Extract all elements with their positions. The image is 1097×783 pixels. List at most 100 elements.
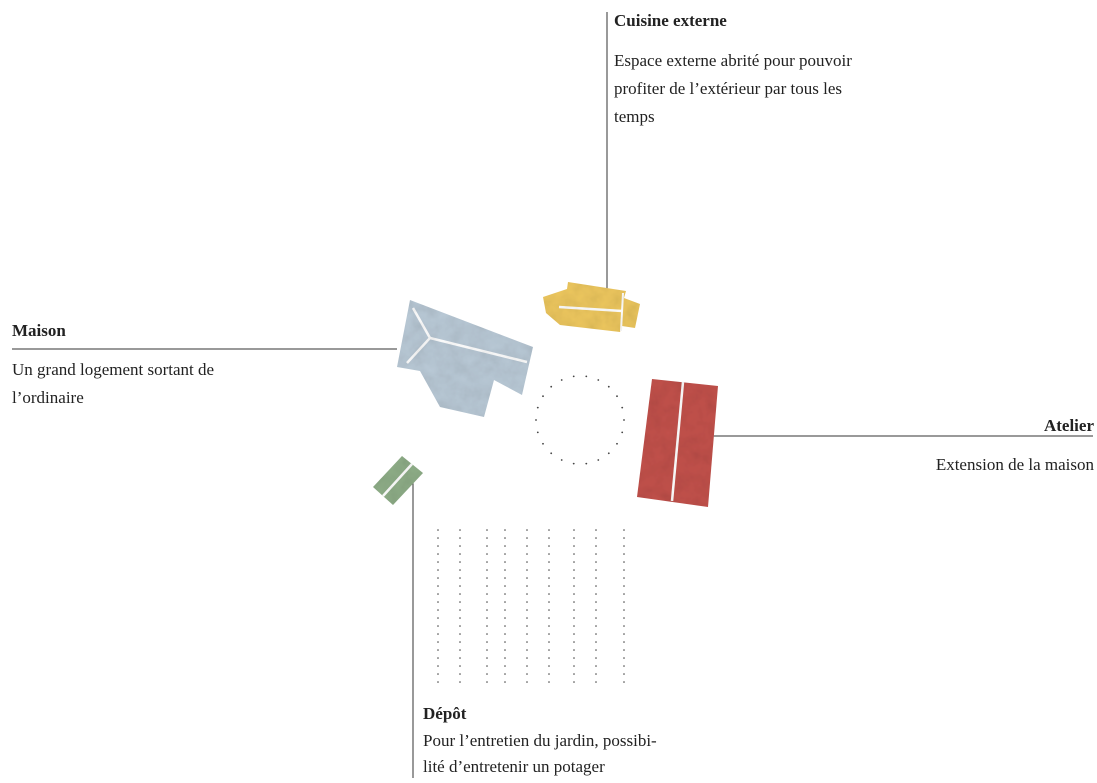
garden-dot <box>548 601 550 603</box>
garden-dot <box>595 649 597 651</box>
garden-dot <box>595 681 597 683</box>
cuisine-building <box>543 282 640 332</box>
garden-dot <box>504 553 506 555</box>
courtyard-dot <box>542 395 544 398</box>
courtyard-dot <box>616 395 618 398</box>
garden-dot <box>459 657 461 659</box>
garden-dot <box>504 561 506 563</box>
cuisine-description-line-1: Espace externe abrité pour pouvoir <box>614 51 852 70</box>
garden-dot <box>486 577 488 579</box>
garden-dot <box>437 649 439 651</box>
garden-dot <box>623 657 625 659</box>
courtyard-dot <box>585 375 588 378</box>
garden-dot <box>595 561 597 563</box>
garden-dot <box>437 585 439 587</box>
garden-dot <box>504 617 506 619</box>
garden-dot <box>526 529 528 531</box>
maison-description-line-1: Un grand logement sortant de <box>12 360 215 379</box>
garden-dot <box>486 673 488 675</box>
garden-dot <box>526 585 528 587</box>
atelier-building <box>637 379 718 507</box>
courtyard-dot <box>560 459 563 461</box>
cuisine-description-line-2: profiter de l’extérieur par tous les <box>614 79 842 98</box>
garden-dot <box>437 681 439 683</box>
garden-dot <box>437 593 439 595</box>
garden-dot <box>573 569 575 571</box>
garden-dot <box>459 529 461 531</box>
garden-dot <box>437 601 439 603</box>
garden-dot <box>573 625 575 627</box>
garden-dot <box>548 665 550 667</box>
garden-dot <box>623 617 625 619</box>
garden-dot <box>486 601 488 603</box>
garden-dot <box>459 649 461 651</box>
maison-title: Maison <box>12 321 66 340</box>
garden-dot <box>437 577 439 579</box>
garden-dot <box>595 545 597 547</box>
garden-dot <box>526 633 528 635</box>
garden-dot <box>573 609 575 611</box>
courtyard-dot <box>621 431 624 434</box>
garden-dot <box>595 665 597 667</box>
garden-dot <box>437 657 439 659</box>
garden-dot <box>595 585 597 587</box>
courtyard-dot <box>572 375 575 378</box>
garden-dot <box>504 569 506 571</box>
garden-dot <box>486 665 488 667</box>
garden-dot <box>486 617 488 619</box>
garden-dot <box>623 641 625 643</box>
garden-dot <box>526 601 528 603</box>
garden-dot <box>504 601 506 603</box>
garden-dot <box>486 529 488 531</box>
garden-dot <box>437 561 439 563</box>
garden-dot <box>548 609 550 611</box>
garden-dot <box>623 649 625 651</box>
courtyard-dot <box>536 431 539 434</box>
garden-dot <box>573 593 575 595</box>
garden-dot <box>486 641 488 643</box>
garden-dot <box>459 585 461 587</box>
garden-dot <box>623 601 625 603</box>
garden-dot <box>526 625 528 627</box>
garden-dot <box>459 537 461 539</box>
garden-dot <box>595 625 597 627</box>
garden-dot <box>595 601 597 603</box>
courtyard-dot <box>607 452 610 455</box>
courtyard-dot <box>597 379 600 381</box>
garden-dot <box>548 553 550 555</box>
garden-dot <box>573 561 575 563</box>
garden-dot <box>437 673 439 675</box>
garden-dot <box>459 673 461 675</box>
courtyard-dot <box>535 419 537 421</box>
atelier-title: Atelier <box>1043 416 1094 435</box>
garden-dot <box>623 633 625 635</box>
cuisine-title: Cuisine externe <box>614 11 727 30</box>
garden-dot <box>459 625 461 627</box>
garden-dot <box>623 577 625 579</box>
garden-dot <box>486 681 488 683</box>
courtyard-dot <box>616 442 618 445</box>
garden-dot <box>573 665 575 667</box>
garden-dot <box>573 633 575 635</box>
garden-dotted-rows <box>437 529 625 683</box>
garden-dot <box>504 609 506 611</box>
garden-dot <box>486 657 488 659</box>
garden-dot <box>595 529 597 531</box>
garden-dot <box>548 561 550 563</box>
garden-dot <box>595 657 597 659</box>
garden-dot <box>548 529 550 531</box>
courtyard-dot <box>597 459 600 461</box>
garden-dot <box>459 633 461 635</box>
depot-description-line-1: Pour l’entretien du jardin, possibi- <box>423 731 657 750</box>
courtyard-dot <box>607 385 610 388</box>
garden-dot <box>573 545 575 547</box>
garden-dot <box>548 641 550 643</box>
garden-dot <box>437 609 439 611</box>
garden-dot <box>595 609 597 611</box>
garden-dot <box>459 609 461 611</box>
garden-dot <box>486 553 488 555</box>
atelier-description-line-1: Extension de la maison <box>935 455 1094 474</box>
garden-dot <box>548 617 550 619</box>
garden-dot <box>459 601 461 603</box>
